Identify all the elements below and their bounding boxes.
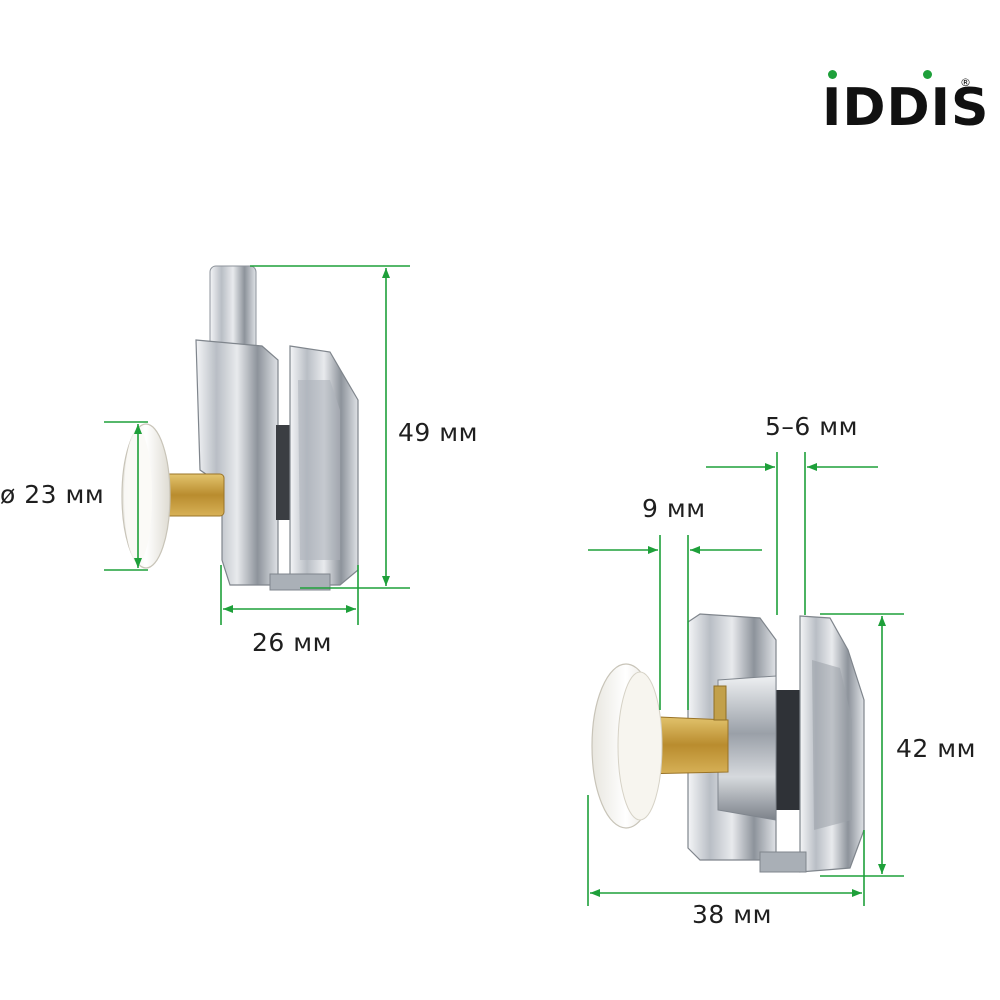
logo-text: IDDIS	[822, 78, 990, 138]
label-height-upper: 49 мм	[398, 418, 478, 447]
label-roller-diameter: ø 23 мм	[0, 480, 105, 509]
logo-dot-1	[828, 70, 837, 79]
dimension-lines	[104, 265, 904, 906]
logo-dot-2	[923, 70, 932, 79]
label-width-lower: 38 мм	[692, 900, 772, 929]
dimension-arrowheads	[134, 268, 886, 897]
brand-logo: IDDIS	[822, 70, 990, 138]
registered-mark: ®	[960, 76, 971, 89]
roller-lower-image	[591, 613, 865, 873]
label-width-upper: 26 мм	[252, 628, 332, 657]
roller-upper-image	[121, 265, 359, 591]
label-height-lower: 42 мм	[896, 734, 976, 763]
label-glass-thickness: 5–6 мм	[765, 412, 858, 441]
label-gap: 9 мм	[642, 494, 706, 523]
